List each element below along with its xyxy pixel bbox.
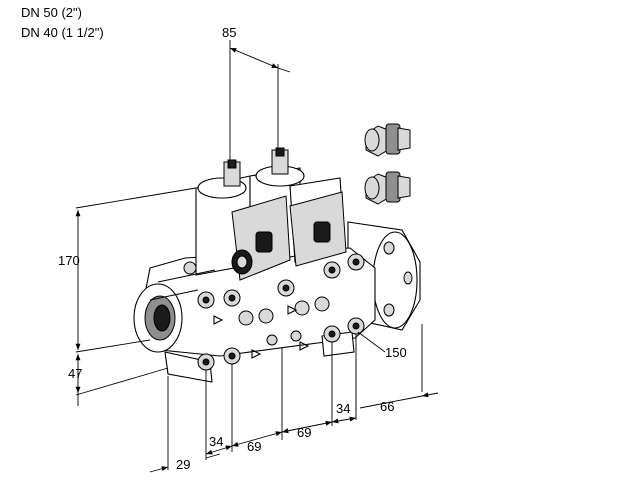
dimension-label-47: 47	[68, 366, 82, 381]
dimension-label-66: 66	[380, 399, 394, 414]
size-label-dn50: DN 50 (2")	[21, 5, 82, 20]
cable-gland-icon	[364, 123, 411, 157]
valve-illustration	[133, 147, 421, 383]
dimension-150: 150	[357, 331, 407, 360]
dimension-label-150: 150	[385, 345, 407, 360]
dimension-47: 47	[68, 354, 169, 406]
cable-gland-icon	[364, 171, 411, 205]
dimension-85: 85	[222, 25, 291, 160]
dimension-label-34-left: 34	[209, 434, 223, 449]
dimension-label-34-right: 34	[336, 401, 350, 416]
dimension-label-170: 170	[58, 253, 80, 268]
dimension-label-29: 29	[176, 457, 190, 472]
dimension-66: 66	[355, 324, 439, 414]
dimension-170: 170	[58, 187, 197, 353]
size-label-dn40: DN 40 (1 1/2")	[21, 25, 104, 40]
dimension-label-69-left: 69	[247, 439, 261, 454]
dimension-29: 29	[149, 376, 221, 473]
dimension-label-69-right: 69	[297, 425, 311, 440]
dimension-chain-bottom: 34 69 69 34	[205, 334, 357, 460]
dimension-label-85: 85	[222, 25, 236, 40]
